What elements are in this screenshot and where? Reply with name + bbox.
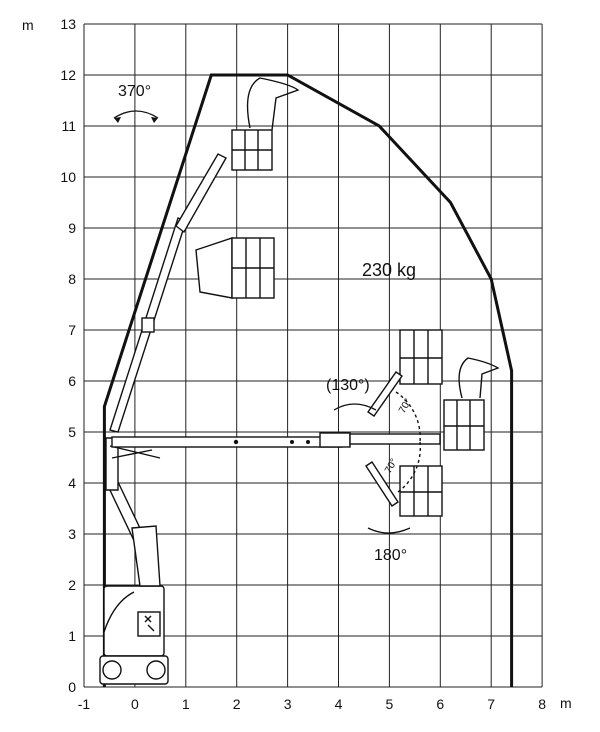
basket-upper-body bbox=[399, 329, 443, 385]
control-panel-symbol bbox=[144, 615, 155, 632]
wheel-left bbox=[102, 660, 122, 680]
x-tick-label: 7 bbox=[487, 696, 495, 712]
basket-rotation-label: 180° bbox=[374, 547, 407, 564]
y-tick-label: 12 bbox=[60, 67, 76, 83]
lower-boom bbox=[105, 437, 161, 587]
basket-main-rails bbox=[444, 400, 484, 450]
lower-boom-cylinder bbox=[131, 525, 161, 587]
x-tick-label: 6 bbox=[436, 696, 444, 712]
turret-arc bbox=[103, 591, 135, 633]
basket-upper-rails bbox=[400, 330, 442, 384]
turret-rotation-arrow bbox=[113, 110, 159, 119]
x-tick-label: -1 bbox=[78, 696, 91, 712]
control-panel bbox=[137, 611, 161, 637]
link-rods bbox=[109, 445, 161, 459]
basket-right-upper bbox=[367, 329, 443, 417]
x-tick-label: 5 bbox=[386, 696, 394, 712]
basket-rotation-arrow bbox=[367, 527, 411, 534]
basket-lower-body bbox=[399, 465, 443, 517]
y-tick-label: 8 bbox=[68, 271, 76, 287]
basket-right-lower bbox=[365, 461, 443, 517]
basket-lower-rails bbox=[400, 466, 442, 516]
x-tick-label: 8 bbox=[538, 696, 546, 712]
basket-right-main bbox=[443, 357, 500, 451]
x-tick-label: 0 bbox=[131, 696, 139, 712]
y-tick-label: 0 bbox=[68, 679, 76, 695]
y-tick-label: 1 bbox=[68, 628, 76, 644]
basket-top bbox=[231, 77, 300, 171]
x-tick-label: 2 bbox=[233, 696, 241, 712]
mid-basket-arm bbox=[195, 237, 233, 299]
main-boom-horizontal bbox=[111, 432, 441, 448]
x-tick-label: 4 bbox=[335, 696, 343, 712]
y-axis-unit-label: m bbox=[22, 17, 34, 33]
load-capacity-label: 230 kg bbox=[362, 260, 416, 280]
turret-rotation-arrowheads bbox=[114, 117, 158, 123]
basket-top-rails bbox=[232, 130, 272, 170]
jib-rotation-arrow bbox=[333, 403, 377, 411]
machine-base bbox=[99, 585, 169, 685]
operator-figure-right bbox=[458, 357, 500, 399]
working-envelope-outline bbox=[102, 73, 514, 687]
y-tick-label: 4 bbox=[68, 475, 76, 491]
raised-boom-joint bbox=[141, 317, 155, 333]
jib-angle-lower-label: 70° bbox=[383, 457, 400, 476]
raised-jib bbox=[175, 153, 227, 234]
y-tick-label: 2 bbox=[68, 577, 76, 593]
x-axis-tick-labels: -1 0 1 2 3 4 5 6 7 8 bbox=[78, 696, 546, 712]
y-tick-label: 10 bbox=[60, 169, 76, 185]
x-axis-unit-label: m bbox=[560, 695, 572, 711]
y-tick-label: 13 bbox=[60, 16, 76, 32]
x-tick-label: 1 bbox=[182, 696, 190, 712]
y-tick-label: 6 bbox=[68, 373, 76, 389]
jib-rotation-label: (130°) bbox=[326, 377, 370, 394]
y-tick-label: 5 bbox=[68, 424, 76, 440]
boom-pin-2 bbox=[290, 440, 294, 444]
jib-horizontal bbox=[349, 433, 441, 445]
basket-mid bbox=[231, 237, 275, 299]
basket-main-body bbox=[443, 399, 485, 451]
jib-lowered-right bbox=[365, 461, 399, 507]
jib-angle-upper-label: 70° bbox=[397, 397, 414, 416]
y-tick-label: 9 bbox=[68, 220, 76, 236]
boom-pin-3 bbox=[306, 440, 310, 444]
jib-raised-right bbox=[367, 371, 403, 417]
y-tick-label: 7 bbox=[68, 322, 76, 338]
main-boom-raised bbox=[109, 153, 233, 433]
boom-pin-1 bbox=[233, 439, 239, 445]
wheel-right bbox=[146, 660, 166, 680]
operator-figure-top bbox=[246, 77, 300, 131]
y-tick-label: 3 bbox=[68, 526, 76, 542]
x-tick-label: 3 bbox=[284, 696, 292, 712]
y-tick-label: 11 bbox=[61, 118, 76, 134]
basket-mid-rails bbox=[232, 238, 274, 298]
boom-section-2 bbox=[319, 432, 351, 448]
turret-rotation-label: 370° bbox=[118, 83, 151, 100]
